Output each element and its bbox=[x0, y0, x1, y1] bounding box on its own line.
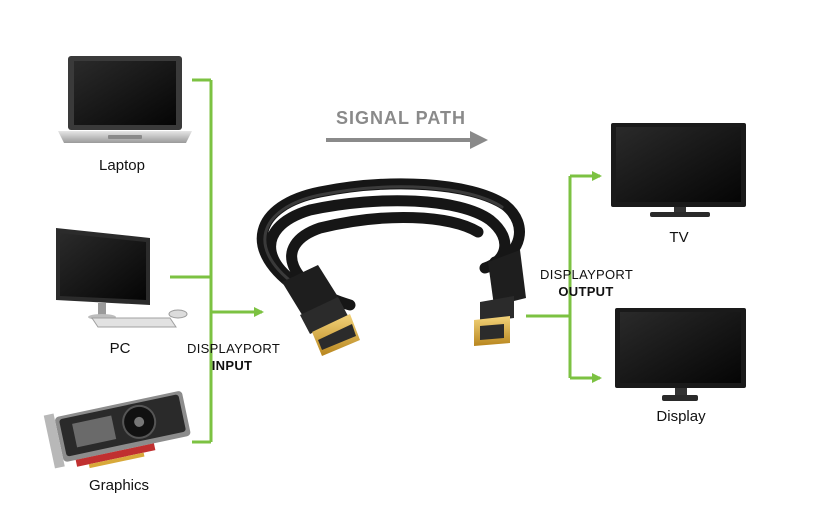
graphics-label: Graphics bbox=[88, 477, 150, 494]
pc-label: PC bbox=[109, 340, 131, 357]
input-connector-lines bbox=[170, 78, 264, 444]
output-label-line1: DISPLAYPORT bbox=[540, 267, 634, 282]
signal-path-arrow bbox=[326, 131, 488, 149]
tv-icon bbox=[611, 123, 746, 217]
monitor-icon bbox=[615, 308, 746, 401]
input-label-line2: INPUT bbox=[211, 358, 253, 373]
input-label-line1: DISPLAYPORT bbox=[187, 341, 281, 356]
signal-path-label: SIGNAL PATH bbox=[336, 108, 467, 128]
output-connector-lines bbox=[526, 171, 602, 383]
left-displayport-plug bbox=[282, 265, 360, 356]
desktop-pc-icon bbox=[56, 228, 188, 328]
displayport-input-label: DISPLAYPORT INPUT bbox=[187, 340, 281, 374]
graphics-card-icon bbox=[43, 391, 191, 469]
display-label: Display bbox=[656, 408, 706, 425]
displayport-output-label: DISPLAYPORT OUTPUT bbox=[540, 266, 634, 300]
tv-label: TV bbox=[669, 229, 689, 246]
output-label-line2: OUTPUT bbox=[558, 284, 614, 299]
laptop-label: Laptop bbox=[99, 157, 145, 174]
laptop-icon bbox=[58, 56, 192, 143]
right-displayport-plug bbox=[474, 250, 526, 346]
